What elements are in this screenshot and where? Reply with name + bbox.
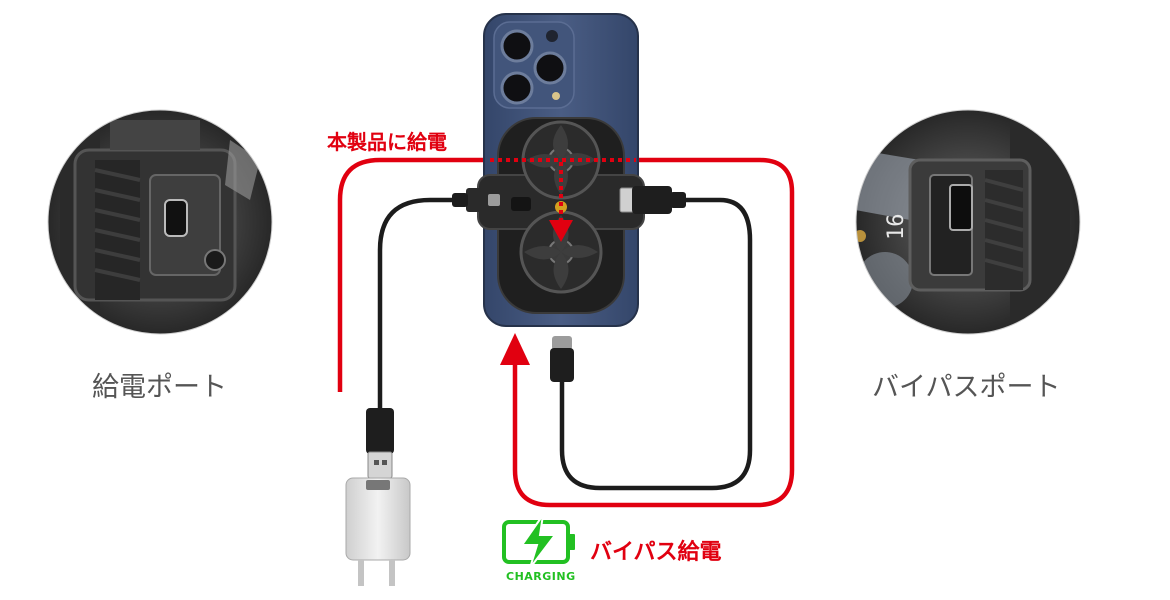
power-port-closeup: [47, 109, 273, 335]
usb-cable-input: [366, 188, 500, 479]
battery-charging-icon: [502, 514, 575, 569]
bypass-flow-line: [512, 157, 795, 508]
ac-adapter: [345, 477, 411, 586]
power-flow-line-input: [337, 157, 490, 392]
device-temperature-display: 16: [884, 214, 909, 241]
cooling-fan-device: [477, 117, 645, 314]
charging-label: CHARGING: [506, 570, 576, 583]
arrow-down-icon: [549, 220, 573, 242]
bypass-port-label: バイパスポート: [872, 372, 1061, 403]
arrow-up-icon: [500, 333, 530, 365]
bypass-port-closeup: 16: [855, 109, 1081, 335]
power-this-product-label: 本製品に給電: [327, 130, 447, 154]
usb-cable-bypass: [550, 186, 753, 491]
bypass-power-label: バイパス給電: [590, 540, 722, 565]
power-port-label: 給電ポート: [92, 372, 227, 403]
